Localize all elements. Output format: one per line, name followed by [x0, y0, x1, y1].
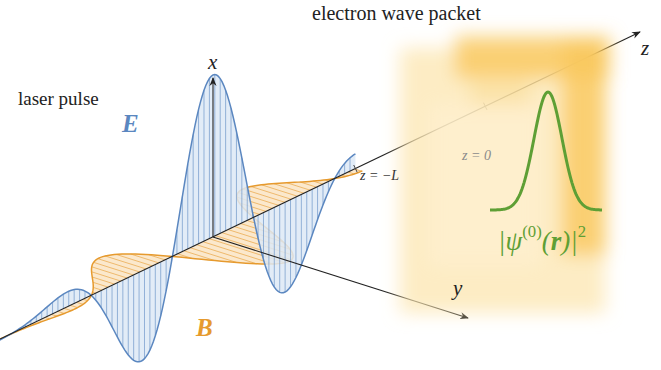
packet-glow [470, 80, 530, 105]
e-field-hatch [312, 189, 313, 235]
field-label: E [122, 110, 139, 139]
z-axis [0, 32, 640, 339]
e-field-hatch [295, 197, 296, 277]
b-field-hatch [94, 262, 134, 275]
e-field-hatch [209, 79, 210, 239]
e-field-hatch [214, 75, 215, 237]
e-field-hatch [306, 192, 307, 251]
e-field-hatch [144, 270, 145, 359]
x-axis [212, 78, 213, 237]
e-field-hatch [225, 90, 226, 231]
laser-fields [0, 75, 362, 362]
e-field-hatch [198, 109, 199, 244]
density-label: |ψ(0)(r)|2 [498, 226, 586, 257]
e-field-fill [0, 75, 355, 362]
b-field-hatch [105, 256, 146, 269]
e-field-hatch [236, 131, 237, 225]
packet-title: electron wave packet [312, 2, 481, 25]
b-field-hatch [77, 302, 83, 304]
b-field-hatch [71, 305, 78, 307]
e-field-hatch [133, 275, 134, 360]
axis-label: y [453, 276, 462, 300]
e-field-hatch [279, 205, 280, 292]
b-field-hatch [93, 282, 108, 287]
e-field-hatch [301, 195, 302, 265]
b-field-hatch [274, 184, 304, 194]
e-field-hatch [241, 158, 242, 223]
e-field-hatch [274, 208, 275, 288]
e-field-hatch [79, 289, 80, 301]
axes [0, 32, 640, 339]
pulse-title: laser pulse [18, 88, 99, 110]
probability-density-curve [490, 92, 602, 210]
e-field-hatch [193, 135, 194, 247]
e-field-hatch [63, 294, 64, 309]
e-field-hatch [160, 262, 161, 316]
e-field-hatch [350, 158, 351, 171]
b-field-hatch [261, 185, 297, 197]
e-field-hatch [290, 200, 291, 287]
e-field-curve [0, 75, 355, 362]
axis-tick [354, 165, 357, 172]
position-label: z = 0 [462, 148, 491, 164]
e-field-hatch [52, 302, 53, 314]
e-field-hatch [317, 187, 318, 220]
e-field-hatch [155, 265, 156, 336]
b-field-hatch [300, 182, 316, 187]
b-field-hatch [92, 267, 128, 278]
b-field-hatch [116, 254, 153, 266]
e-field-hatch [68, 291, 69, 306]
e-field-hatch [101, 291, 102, 308]
e-field-hatch [74, 290, 75, 304]
b-field-hatch [92, 272, 121, 281]
e-field-hatch [187, 164, 188, 249]
b-field-hatch [251, 186, 292, 199]
e-field-hatch [285, 202, 286, 292]
e-field-hatch [182, 197, 183, 252]
e-field-hatch [231, 108, 232, 228]
wave-packet [400, 36, 610, 313]
e-field-hatch [322, 184, 323, 205]
e-field-hatch [117, 283, 118, 337]
axis-label: z [641, 36, 649, 60]
e-field-hatch [84, 291, 85, 298]
e-field-hatch [128, 278, 129, 355]
e-field-hatch [139, 272, 140, 361]
e-field-hatch [106, 288, 107, 317]
packet-glow [562, 40, 606, 255]
e-field-hatch [122, 280, 123, 347]
gaussian-curve [490, 92, 602, 210]
e-field-hatch [268, 210, 269, 276]
e-field-hatch [220, 79, 221, 234]
e-field-hatch [57, 298, 58, 312]
position-label: z = −L [360, 168, 399, 184]
e-field-hatch [149, 267, 150, 350]
e-field-hatch [112, 285, 113, 326]
e-field-hatch [203, 90, 204, 241]
b-field-hatch [93, 287, 102, 290]
field-label: B [196, 314, 213, 343]
axis-label: x [208, 50, 217, 74]
e-field-hatch [47, 307, 48, 317]
